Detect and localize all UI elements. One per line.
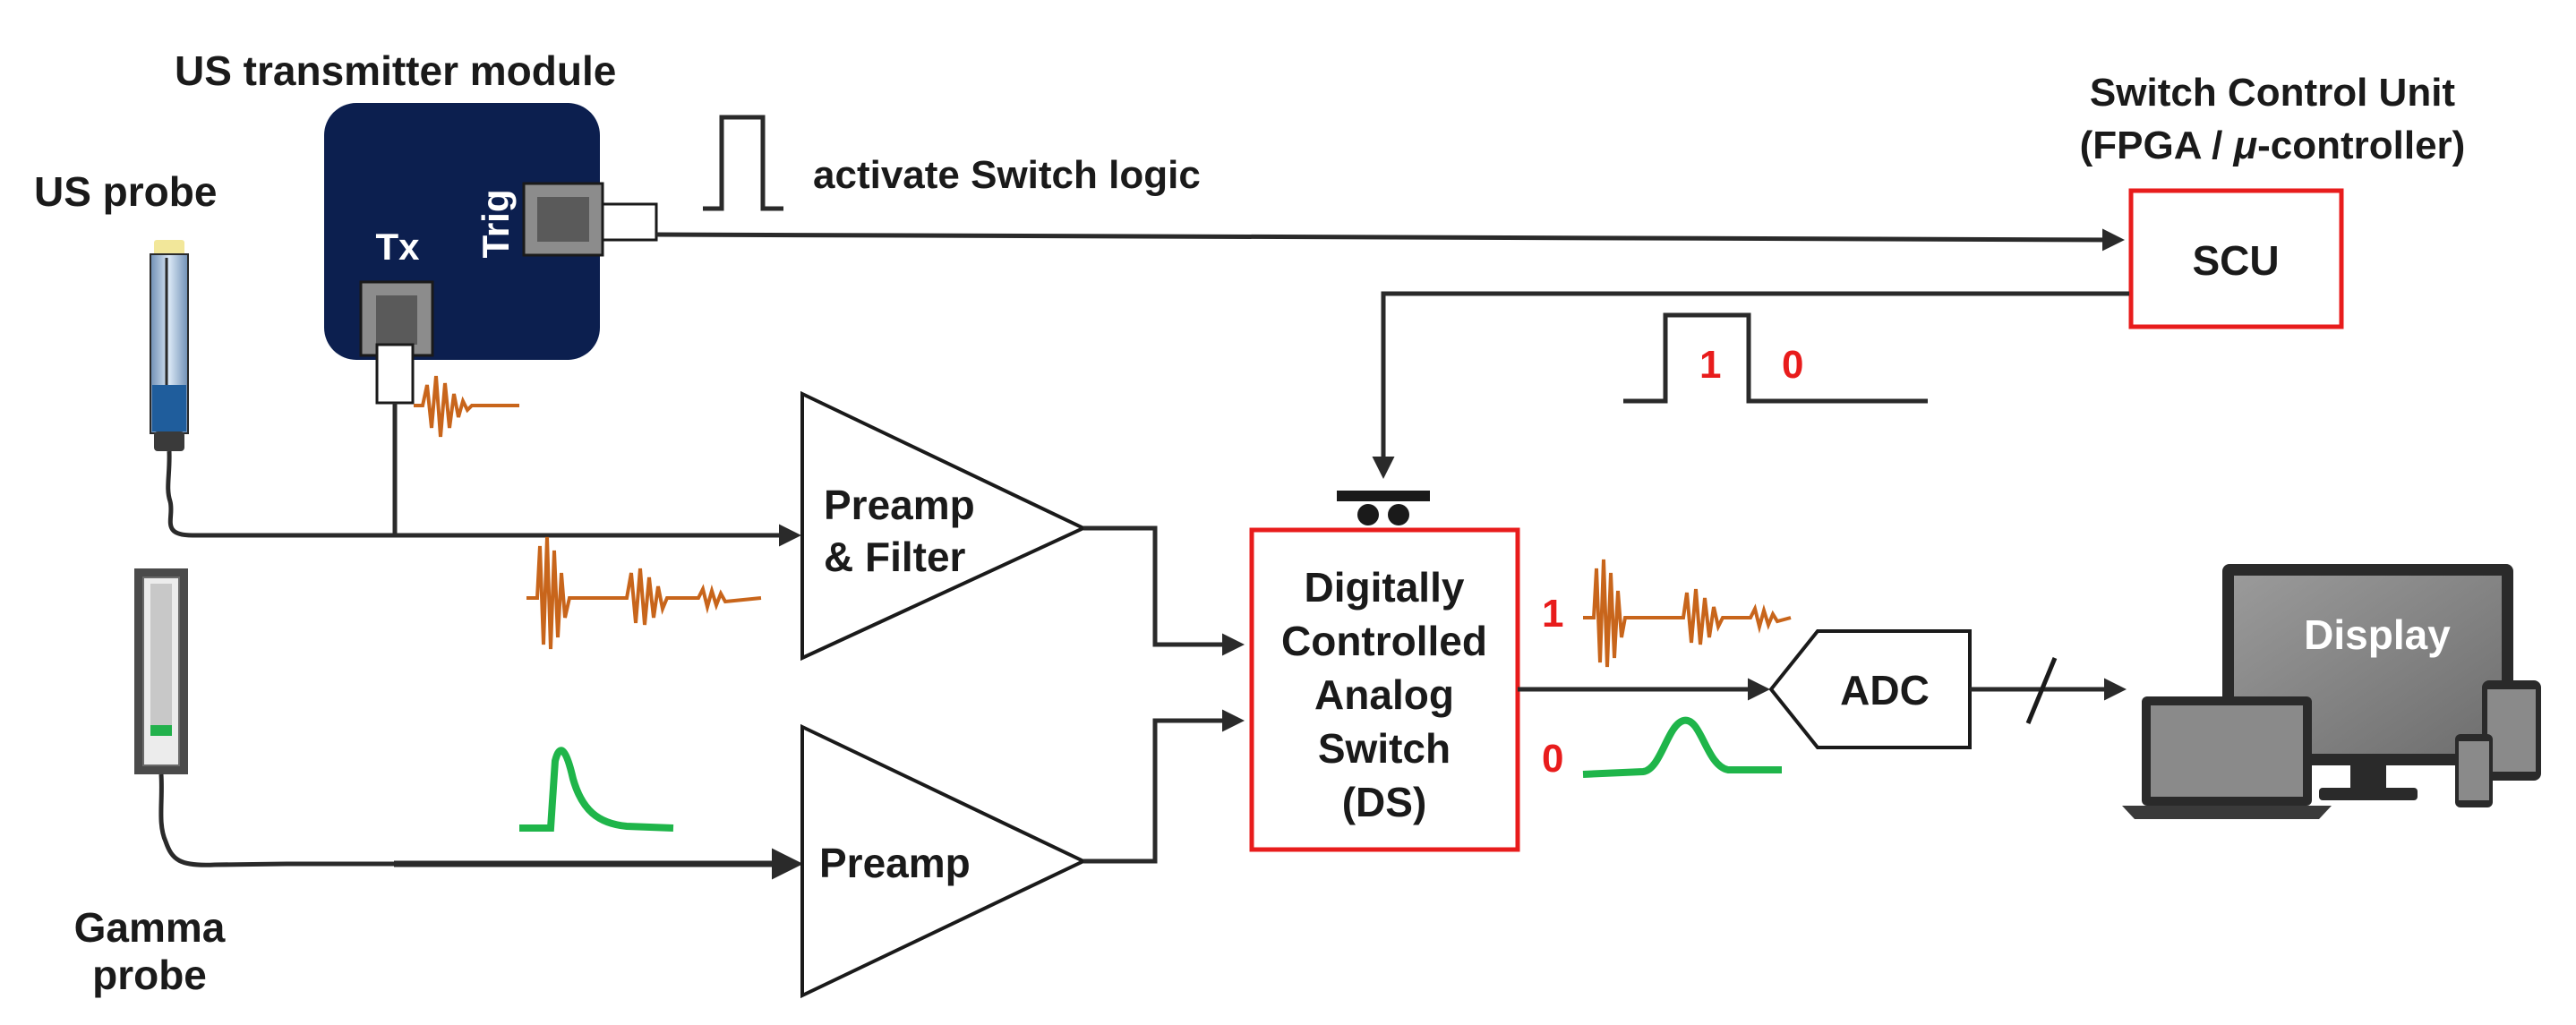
tx-pulse-waveform — [414, 375, 519, 438]
analog-switch-box — [1249, 527, 1520, 852]
display-label: Display — [2304, 611, 2451, 658]
scu-box — [2128, 188, 2344, 329]
control-low-label: 0 — [1782, 343, 1803, 387]
display-devices-icon — [2122, 564, 2541, 819]
trig-connector — [601, 202, 658, 242]
control-high-label: 1 — [1699, 343, 1721, 387]
ds-label-line1: Digitally — [1305, 564, 1465, 611]
output-us-state-label: 1 — [1542, 592, 1563, 636]
preamp-filter-label-line2: & Filter — [824, 534, 966, 580]
trigger-wire-to-scu — [655, 228, 2125, 252]
ds-output-gamma-waveform — [1582, 716, 1782, 778]
ds-label-line3: Analog — [1314, 671, 1454, 718]
switch-contact-right — [1388, 504, 1409, 525]
tx-label: Tx — [375, 226, 420, 268]
us-probe-cable — [166, 450, 430, 538]
gamma-probe — [134, 568, 188, 774]
tx-connector — [375, 343, 415, 405]
ds-label-line5: (DS) — [1342, 779, 1427, 825]
preamp-to-ds-wire — [1083, 709, 1245, 864]
switch-control-bar — [1337, 491, 1430, 501]
ds-label-line2: Controlled — [1281, 618, 1487, 664]
output-gamma-state-label: 0 — [1542, 737, 1563, 781]
trigger-pulse-icon — [703, 115, 783, 211]
preamp-filter-amplifier — [800, 390, 1088, 662]
us-transmitter-module-title: US transmitter module — [175, 47, 616, 94]
gamma-probe-label-line1: Gamma — [74, 904, 226, 951]
scu-title-line1: Switch Control Unit — [2090, 71, 2456, 115]
gamma-pulse-waveform — [519, 747, 674, 832]
activate-switch-logic-label: activate Switch logic — [813, 153, 1201, 197]
preamp-filter-to-ds-wire — [1083, 525, 1245, 656]
gamma-probe-label-line2: probe — [92, 952, 207, 998]
switch-contact-left — [1357, 504, 1379, 525]
us-probe — [150, 240, 189, 451]
gamma-probe-cable — [158, 773, 394, 867]
us-probe-label: US probe — [34, 168, 217, 215]
preamp-label: Preamp — [819, 840, 971, 886]
ds-label-line4: Switch — [1318, 725, 1451, 772]
adc-label: ADC — [1840, 667, 1930, 713]
control-pulse-icon — [1623, 312, 1928, 404]
scu-title-line2: (FPGA / μ-controller) — [2080, 124, 2466, 167]
preamp-filter-label-line1: Preamp — [824, 482, 975, 528]
preamp-amplifier — [800, 723, 1088, 999]
trig-label: Trig — [475, 189, 517, 258]
scu-control-wire — [1372, 291, 2129, 479]
us-echo-waveform — [526, 536, 762, 650]
trig-port — [522, 182, 604, 257]
scu-label: SCU — [2192, 237, 2279, 284]
bus-slash-mark — [2025, 657, 2058, 724]
ds-output-us-waveform — [1583, 559, 1792, 668]
us-transmitter-module: Tx Trig — [324, 103, 658, 405]
